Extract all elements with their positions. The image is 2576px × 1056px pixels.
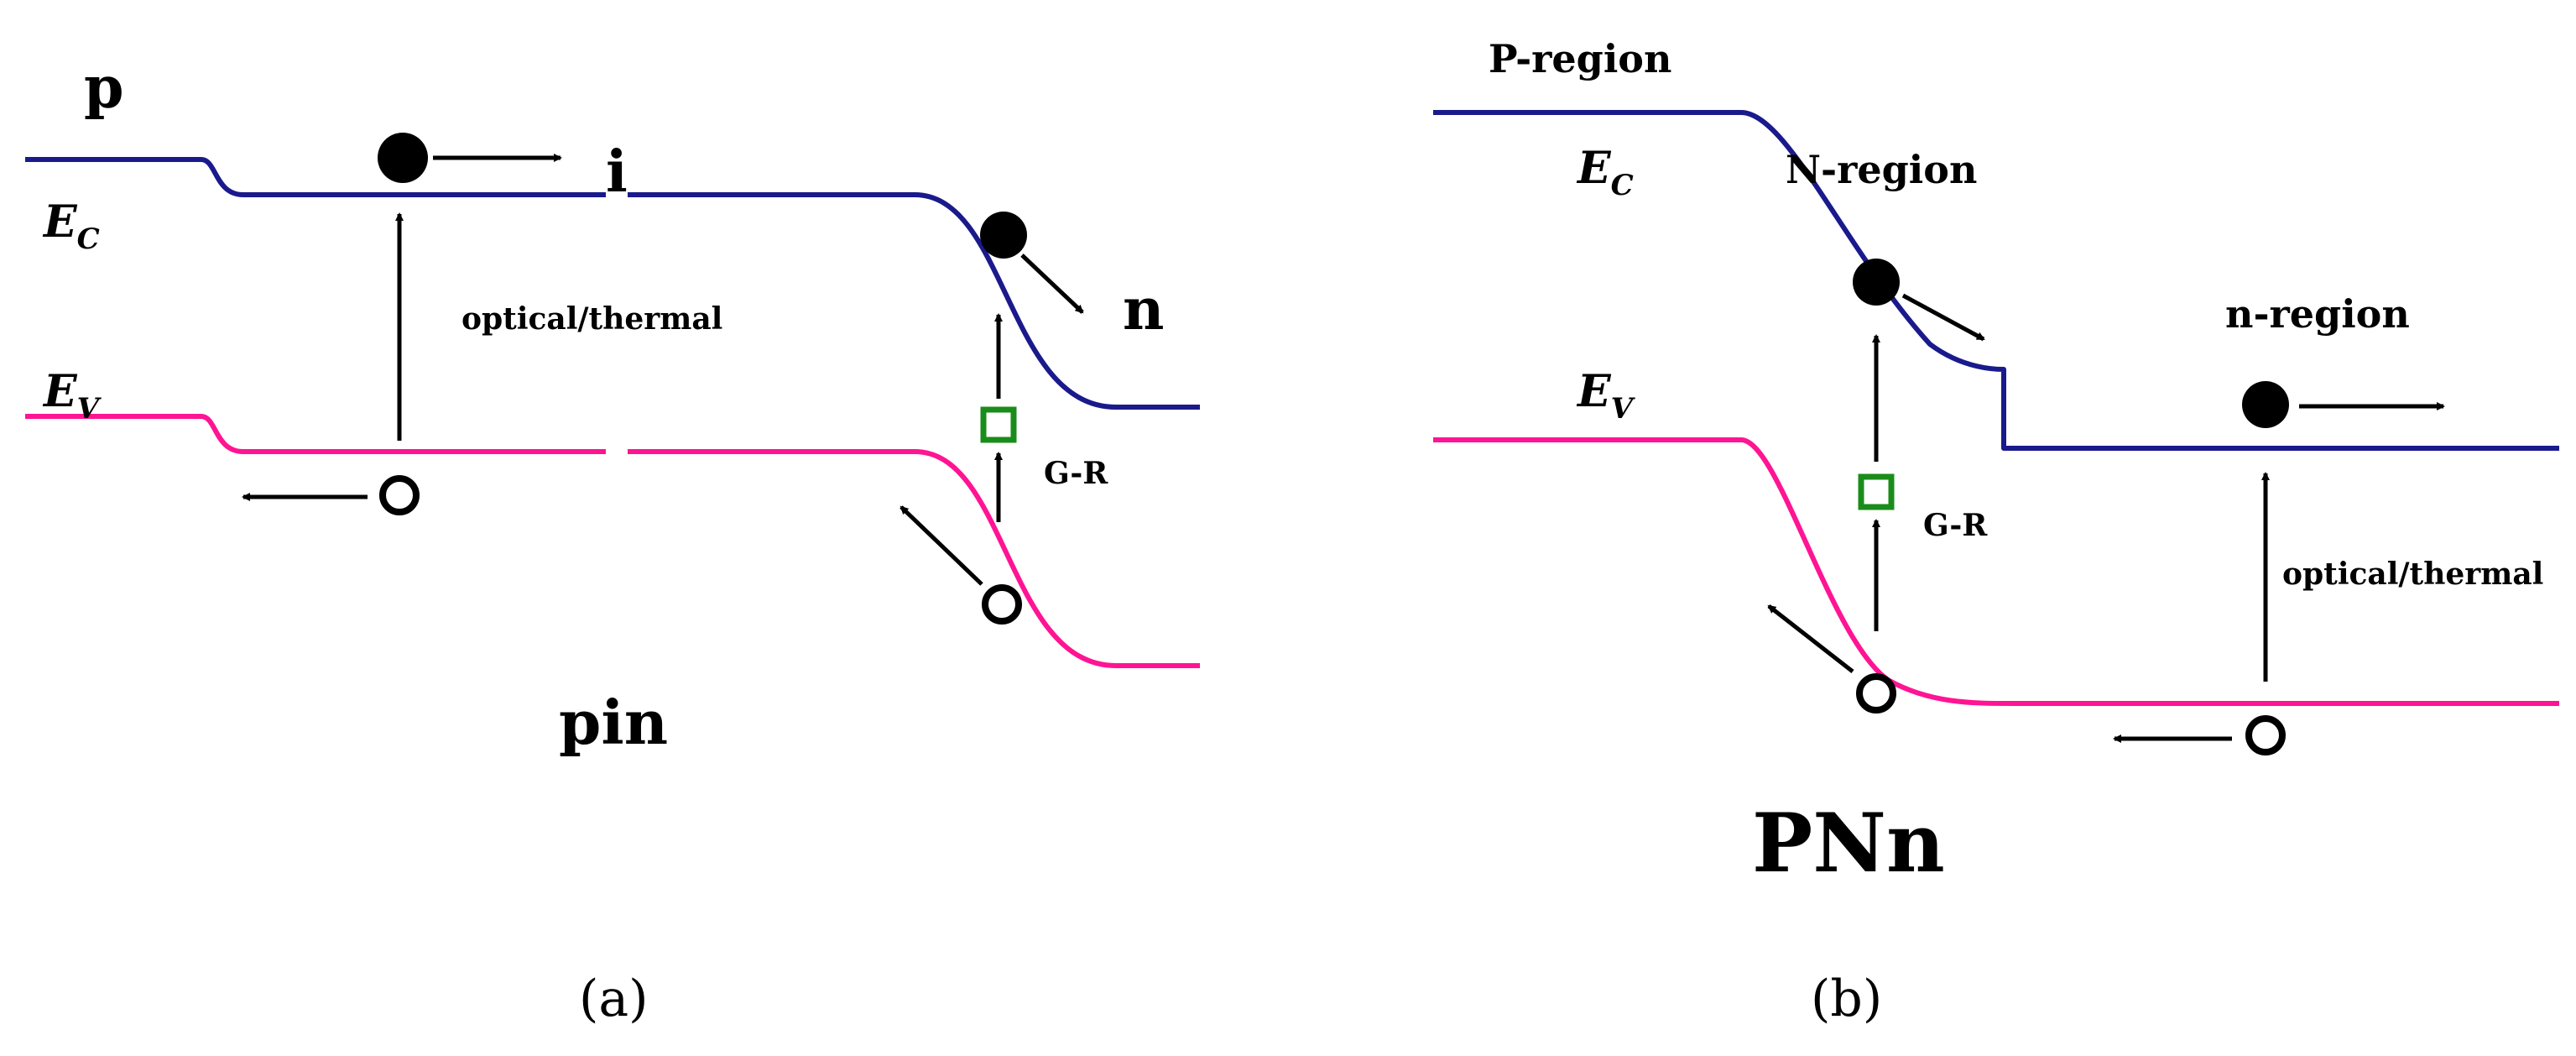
panel-a-region-n: n [1123,276,1164,343]
panel-a-caption: (a) [579,970,649,1028]
panel-a-conduction-band-left [25,157,606,197]
panel-a-ev-label: EV [42,366,102,426]
panel-a-arrow-electron-slope [1020,254,1084,314]
panel-b-ev-label: EV [1576,366,1636,426]
panel-b-hole-n [2245,715,2286,755]
panel-a-valence-band-right [628,449,1200,668]
panel-a-region-p: p [84,55,124,122]
panel-a-pin: p i n EC EV optical/thermal G-R pin [25,55,1200,1028]
panel-a-process-optical: optical/thermal [461,301,722,337]
panel-b-region-N: N-region [1786,147,1977,192]
panel-a-electron-top [378,133,428,183]
panel-a-conduction-band-right [628,192,1200,410]
panel-a-ec-label: EC [42,196,100,256]
panel-a-region-i: i [606,139,628,206]
panel-b-ec-label: EC [1576,143,1634,202]
panel-b-process-gr: G-R [1923,508,1988,543]
panel-a-gr-trap [980,406,1017,443]
panel-b-process-optical: optical/thermal [2282,557,2543,592]
panel-a-process-gr: G-R [1044,456,1108,491]
panel-a-valence-band-left [25,414,606,454]
panel-b-electron-n [2242,381,2289,428]
panel-a-hole-bottom [379,475,420,515]
panel-b-electron-slope [1853,259,1900,306]
panel-b-valence-band [1433,437,2559,706]
panel-b-hole-slope [1856,673,1896,714]
panel-a-arrow-hole-slope [900,505,983,586]
panel-b-region-n: n-region [2225,291,2410,337]
panel-b-arrow-electron-slope [1901,293,1985,342]
panel-b-gr-trap [1858,473,1895,510]
panel-a-hole-slope [982,584,1022,625]
panel-b-title: PNn [1752,796,1945,891]
panel-a-title: pin [559,687,668,758]
panel-b-region-p: P-region [1489,36,1671,81]
panel-a-electron-slope [980,212,1027,259]
panel-b-pnn: P-region N-region n-region EC EV G-R opt… [1433,36,2559,1028]
panel-b-caption: (b) [1811,970,1882,1028]
panel-b-arrow-hole-slope [1767,604,1854,673]
